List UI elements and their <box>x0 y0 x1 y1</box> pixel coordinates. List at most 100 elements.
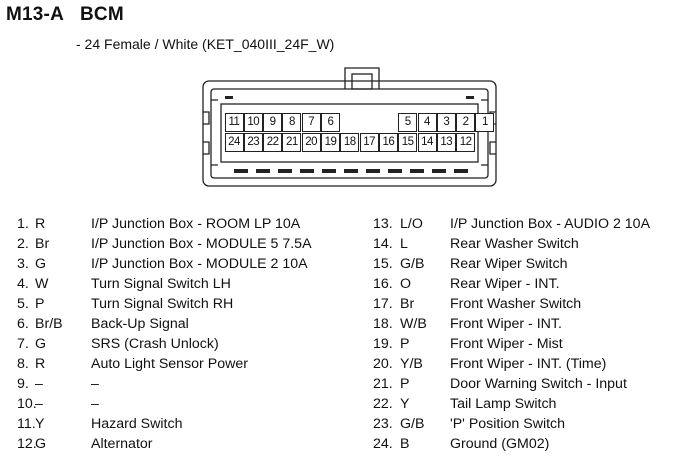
wire-color: – <box>35 396 43 412</box>
connector-pin: 23 <box>243 133 263 152</box>
pin-description: Rear Wiper Switch <box>450 256 568 272</box>
pin-number: 15. <box>373 256 393 272</box>
connector-pin: 22 <box>263 133 283 152</box>
connector-pin: 21 <box>282 133 302 152</box>
pin-number: 21. <box>373 376 393 392</box>
pin-description: – <box>91 396 99 412</box>
wire-color: Y <box>400 396 410 412</box>
connector-pin: 4 <box>417 113 437 132</box>
connector-diagram <box>202 67 497 187</box>
connector-housing-outer <box>202 80 497 187</box>
pin-description: I/P Junction Box - ROOM LP 10A <box>91 216 301 232</box>
pin-description: Door Warning Switch - Input <box>450 376 627 392</box>
wire-color: O <box>400 276 412 292</box>
pin-description: Front Wiper - Mist <box>450 336 563 352</box>
connector-pin: 9 <box>263 113 283 132</box>
pin-number: 1. <box>17 216 29 232</box>
pin-number: 5. <box>17 296 29 312</box>
pin-number: 10. <box>17 396 37 412</box>
connector-pin: 2 <box>456 113 476 132</box>
wire-color: Br/B <box>35 316 63 332</box>
pin-description: Hazard Switch <box>91 416 183 432</box>
connector-pin: 16 <box>378 133 398 152</box>
pin-description: 'P' Position Switch <box>450 416 566 432</box>
pin-description: SRS (Crash Unlock) <box>91 336 219 352</box>
pin-description: Ground (GM02) <box>450 436 550 452</box>
pin-description: Tail Lamp Switch <box>450 396 557 412</box>
wire-color: R <box>35 216 46 232</box>
pin-description: Alternator <box>91 436 153 452</box>
connector-pin: 11 <box>224 113 244 132</box>
wire-color: G <box>35 256 47 272</box>
pin-number: 9. <box>17 376 29 392</box>
wire-color: P <box>400 376 410 392</box>
connector-pin: 6 <box>321 113 340 132</box>
connector-pin: 10 <box>243 113 263 132</box>
connector-pin: 5 <box>398 113 418 132</box>
wire-color: G <box>35 436 47 452</box>
connector-pin: 24 <box>224 133 244 152</box>
wire-color: Br <box>400 296 415 312</box>
pin-number: 7. <box>17 336 29 352</box>
wire-color: W/B <box>400 316 427 332</box>
connector-pin: 17 <box>359 133 379 152</box>
pin-description: Front Wiper - INT. <box>450 316 562 332</box>
pin-number: 6. <box>17 316 29 332</box>
connector-housing-inner <box>210 88 489 179</box>
connector-pin: 14 <box>417 133 437 152</box>
pin-number: 3. <box>17 256 29 272</box>
connector-pin: 20 <box>301 133 321 152</box>
wire-color: P <box>35 296 45 312</box>
pin-description: I/P Junction Box - AUDIO 2 10A <box>450 216 651 232</box>
connector-pin: 13 <box>436 133 456 152</box>
pin-number: 2. <box>17 236 29 252</box>
pin-number: 4. <box>17 276 29 292</box>
connector-pin: 19 <box>321 133 340 152</box>
connector-pin: 1 <box>475 113 495 132</box>
pin-number: 24. <box>373 436 393 452</box>
wire-color: Y/B <box>400 356 423 372</box>
pin-number: 13. <box>373 216 393 232</box>
wire-color: Br <box>35 236 50 252</box>
pin-number: 14. <box>373 236 393 252</box>
wire-color: Y <box>35 416 45 432</box>
pin-number: 23. <box>373 416 393 432</box>
pin-number: 11. <box>17 416 36 432</box>
pin-description: Rear Washer Switch <box>450 236 579 252</box>
pin-number: 19. <box>373 336 393 352</box>
wire-color: G/B <box>400 416 425 432</box>
pin-description: Auto Light Sensor Power <box>91 356 248 372</box>
pin-description: Front Wiper - INT. (Time) <box>450 356 607 372</box>
pin-description: Back-Up Signal <box>91 316 189 332</box>
module-name: BCM <box>80 4 124 25</box>
connector-pin: 18 <box>340 133 360 152</box>
wire-color: G <box>35 336 47 352</box>
connector-latch <box>344 67 380 89</box>
pin-number: 18. <box>373 316 393 332</box>
connector-subtitle: - 24 Female / White (KET_040III_24F_W) <box>76 36 335 52</box>
pin-description: I/P Junction Box - MODULE 5 7.5A <box>91 236 312 252</box>
pin-description: Front Washer Switch <box>450 296 582 312</box>
wire-color: W <box>35 276 49 292</box>
wire-color: L <box>400 236 408 252</box>
pin-description: – <box>91 376 99 392</box>
connector-pin: 15 <box>398 133 418 152</box>
pin-frame <box>220 103 479 163</box>
pin-description: Turn Signal Switch LH <box>91 276 231 292</box>
wire-color: L/O <box>400 216 423 232</box>
wire-color: P <box>400 336 410 352</box>
wire-color: R <box>35 356 46 372</box>
wire-color: – <box>35 376 43 392</box>
connector-pin: 3 <box>436 113 456 132</box>
pin-description: Turn Signal Switch RH <box>91 296 234 312</box>
pin-number: 22. <box>373 396 393 412</box>
pin-description: I/P Junction Box - MODULE 2 10A <box>91 256 308 272</box>
connector-pin: 7 <box>301 113 321 132</box>
wire-color: G/B <box>400 256 425 272</box>
pin-number: 16. <box>373 276 393 292</box>
pin-number: 17. <box>373 296 393 312</box>
pin-number: 8. <box>17 356 29 372</box>
pin-description: Rear Wiper - INT. <box>450 276 560 292</box>
pin-number: 12. <box>17 436 37 452</box>
